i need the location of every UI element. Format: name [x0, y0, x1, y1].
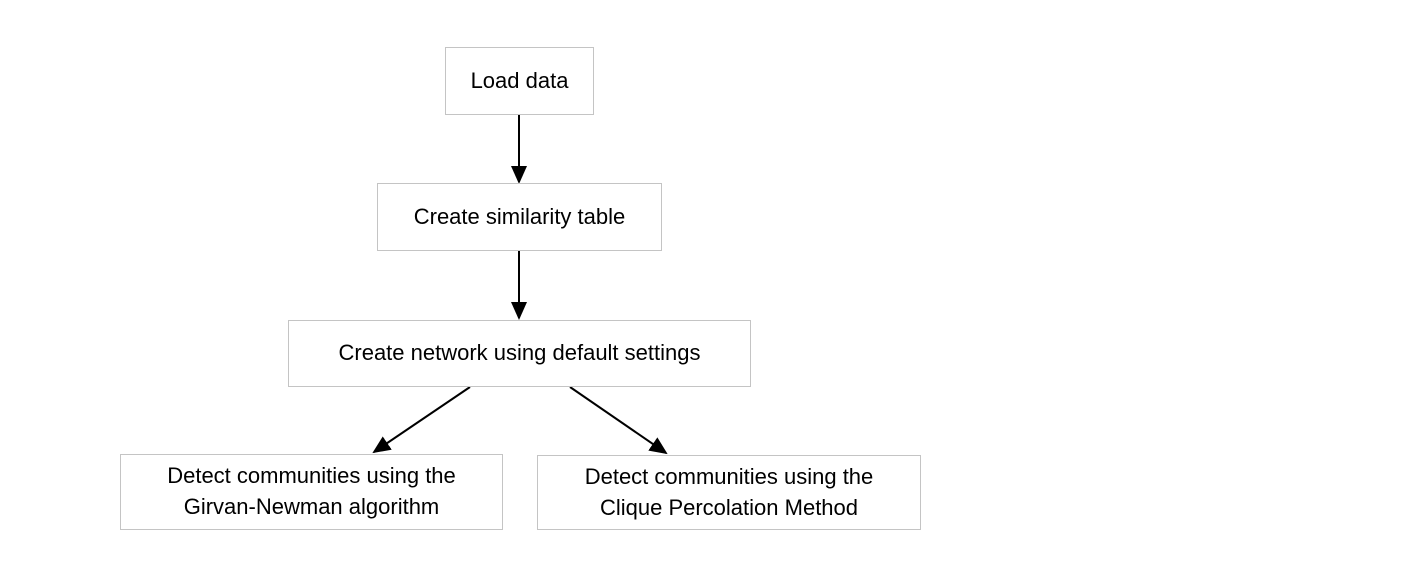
node-label: Load data [470, 67, 569, 93]
node-load-data: Load data [445, 47, 594, 115]
node-create-network: Create network using default settings [288, 320, 751, 387]
node-label: Create similarity table [413, 203, 626, 229]
node-create-similarity-table: Create similarity table [377, 183, 662, 251]
arrow-network-to-girvan-newman [372, 386, 471, 454]
node-label-line-1: Detect communities using the [167, 463, 456, 489]
node-detect-girvan-newman: Detect communities using the Girvan-Newm… [120, 454, 503, 530]
node-label: Create network using default settings [338, 340, 701, 366]
node-label-line-2: Clique Percolation Method [599, 494, 859, 520]
arrow-network-to-clique-percolation [569, 386, 668, 455]
node-label-line-1: Detect communities using the [584, 463, 874, 489]
node-detect-clique-percolation: Detect communities using the Clique Perc… [537, 455, 921, 530]
node-label-line-2: Girvan-Newman algorithm [183, 494, 440, 519]
